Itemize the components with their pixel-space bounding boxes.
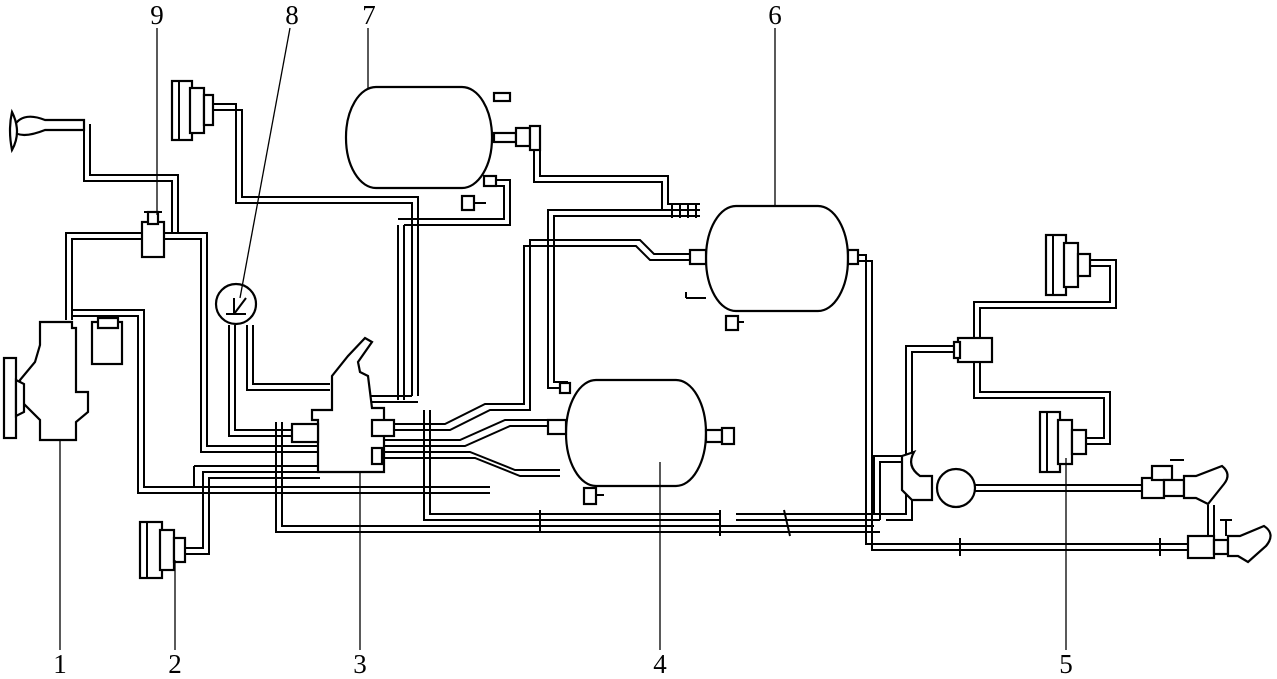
brake-chamber-2 bbox=[138, 520, 187, 580]
relay-valve bbox=[952, 336, 994, 364]
pipe-network bbox=[65, 103, 1215, 556]
air-compressor bbox=[2, 316, 124, 442]
trailer-coupling-lower bbox=[1186, 519, 1272, 564]
callout-label-5: 5 bbox=[1059, 649, 1073, 679]
callout-label-9: 9 bbox=[150, 0, 164, 30]
air-horn bbox=[8, 108, 86, 154]
callout-label-8: 8 bbox=[285, 0, 299, 30]
air-tank-4 bbox=[546, 378, 736, 506]
callout-label-7: 7 bbox=[362, 0, 376, 30]
rear-brake-chamber-upper bbox=[1044, 233, 1092, 297]
quick-release-valve bbox=[900, 450, 977, 509]
leader-lines bbox=[59, 27, 1067, 650]
callout-label-6: 6 bbox=[768, 0, 782, 30]
pressure-gauge bbox=[214, 282, 258, 326]
rear-brake-chamber-5 bbox=[1038, 410, 1088, 474]
air-tank-6 bbox=[685, 204, 860, 332]
callout-label-3: 3 bbox=[353, 649, 367, 679]
callout-label-4: 4 bbox=[653, 649, 667, 679]
callout-label-2: 2 bbox=[168, 649, 182, 679]
callout-label-1: 1 bbox=[53, 649, 67, 679]
air-tank-7 bbox=[344, 85, 542, 212]
trailer-coupling-upper bbox=[1140, 459, 1229, 506]
brake-valve bbox=[290, 336, 396, 474]
horn-valve bbox=[140, 210, 166, 259]
front-brake-chamber-left bbox=[170, 79, 215, 142]
